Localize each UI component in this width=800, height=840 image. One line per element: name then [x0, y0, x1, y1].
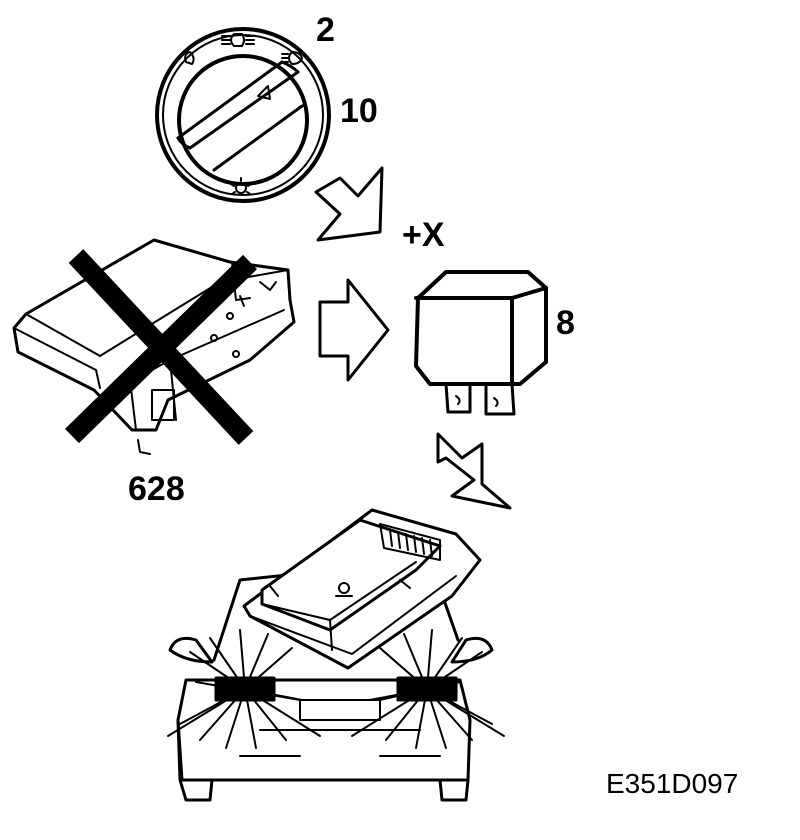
high-beam-headlight-icon — [281, 51, 303, 65]
arrow-module-to-relay — [318, 278, 390, 382]
figure-code-label: E351D097 — [606, 768, 739, 799]
light-control-module — [242, 508, 482, 670]
relay-8 — [414, 270, 548, 416]
cross-out-mark — [65, 249, 257, 445]
switch-number-label: 2 — [316, 11, 335, 49]
switch-pin-label: 10 — [340, 92, 378, 130]
left-light-rays — [167, 629, 321, 749]
light-switch — [155, 27, 331, 203]
switch-pointer-icon — [257, 85, 271, 100]
parking-light-icon — [184, 51, 195, 65]
relay-number-label: 8 — [556, 304, 575, 342]
arrow-switch-to-relay — [314, 166, 384, 242]
arrow-relay-to-lights — [436, 432, 512, 510]
right-light-rays — [351, 629, 505, 749]
connector-pins — [389, 529, 433, 557]
instrument-light-icon — [230, 177, 252, 195]
module-number-label: 628 — [128, 470, 185, 508]
low-beam-headlight-icon — [221, 33, 255, 47]
power-feed-label: +X — [402, 216, 445, 254]
